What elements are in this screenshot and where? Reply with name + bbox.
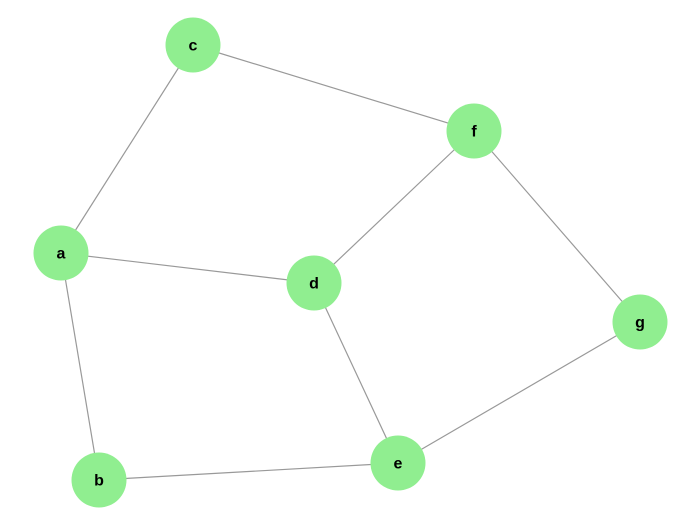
graph-edge-g-e xyxy=(397,321,641,464)
node-circle-b[interactable] xyxy=(71,452,127,508)
graph-node-d[interactable]: d xyxy=(286,255,342,311)
graph-edge-d-f xyxy=(313,130,475,284)
graph-node-a[interactable]: a xyxy=(33,225,89,281)
graph-edge-c-f xyxy=(192,44,475,132)
graph-edge-a-b xyxy=(60,252,100,481)
graph-edge-b-e xyxy=(98,462,399,481)
node-circle-g[interactable] xyxy=(612,294,668,350)
graph-node-e[interactable]: e xyxy=(370,435,426,491)
node-circle-d[interactable] xyxy=(286,255,342,311)
graph-edge-d-e xyxy=(313,282,399,464)
graph-node-b[interactable]: b xyxy=(71,452,127,508)
node-circle-c[interactable] xyxy=(165,17,221,73)
nodes-layer: a b c d e f g xyxy=(33,17,668,508)
graph-edge-a-d xyxy=(60,252,315,284)
node-circle-e[interactable] xyxy=(370,435,426,491)
graph-edge-a-c xyxy=(60,44,194,254)
node-circle-f[interactable] xyxy=(446,103,502,159)
graph-edge-f-g xyxy=(473,130,641,323)
node-circle-a[interactable] xyxy=(33,225,89,281)
graph-node-f[interactable]: f xyxy=(446,103,502,159)
graph-node-g[interactable]: g xyxy=(612,294,668,350)
edges-layer xyxy=(60,44,641,481)
graph-node-c[interactable]: c xyxy=(165,17,221,73)
